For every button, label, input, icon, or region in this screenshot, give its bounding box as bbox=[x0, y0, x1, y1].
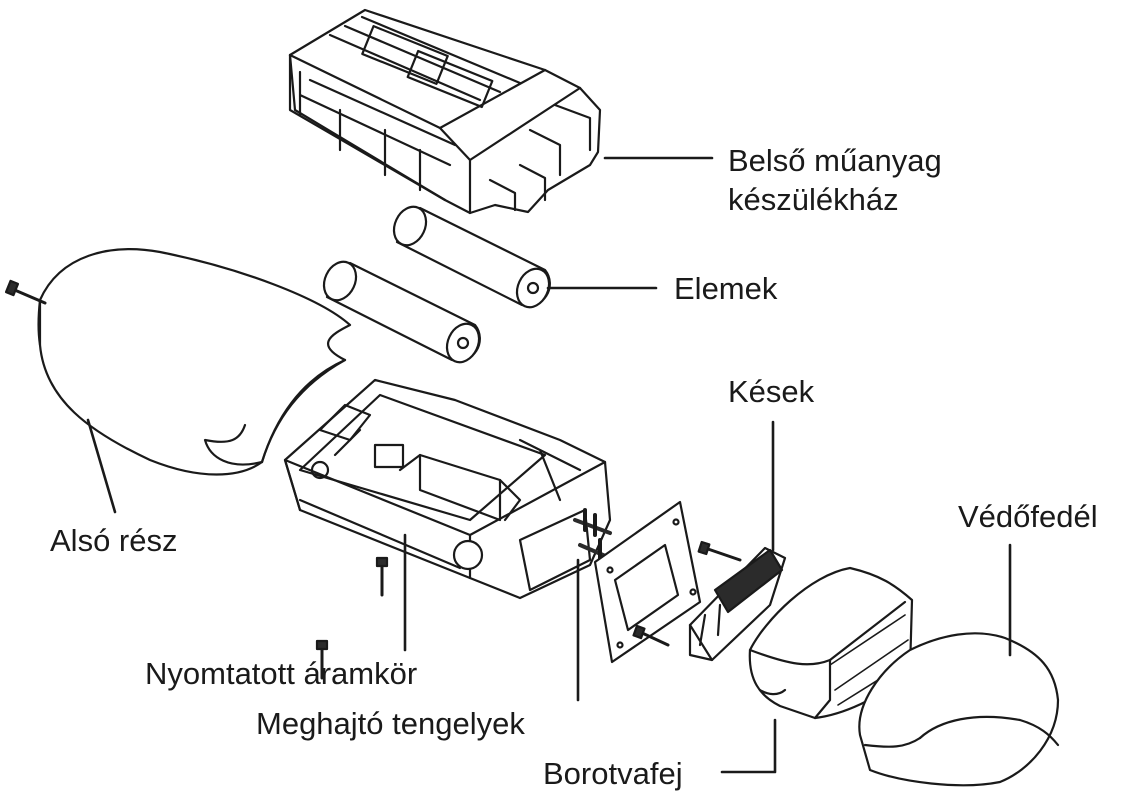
batteries-part bbox=[322, 205, 551, 364]
screw-bottom-1 bbox=[375, 556, 389, 597]
blades-part bbox=[688, 546, 787, 662]
screw-bottom-2 bbox=[315, 639, 329, 680]
leader-lines bbox=[86, 156, 1012, 774]
protective-cap-part bbox=[858, 632, 1060, 787]
battery-lower bbox=[322, 260, 481, 364]
label-circuit-board: Nyomtatott áramkör bbox=[145, 656, 418, 691]
battery-upper bbox=[392, 205, 551, 309]
screw-left bbox=[4, 279, 47, 305]
inner-housing-part bbox=[288, 8, 602, 215]
label-batteries: Elemek bbox=[674, 271, 778, 306]
label-drive-shafts: Meghajtó tengelyek bbox=[256, 706, 525, 741]
gasket-plate-part bbox=[593, 500, 702, 664]
screw-blade-2 bbox=[632, 624, 670, 647]
label-shaver-head: Borotvafej bbox=[543, 756, 683, 791]
label-blades: Kések bbox=[728, 374, 815, 409]
label-inner-housing-line2: készülékház bbox=[728, 181, 899, 217]
label-protective-cap: Védőfedél bbox=[958, 499, 1098, 534]
main-body-part bbox=[283, 378, 612, 600]
shaver-head-part bbox=[748, 566, 914, 720]
screw-blade-1 bbox=[697, 540, 742, 562]
label-bottom-part: Alsó rész bbox=[50, 523, 178, 558]
bottom-shell-part bbox=[37, 248, 352, 476]
label-inner-housing-line1: Belső műanyag bbox=[728, 143, 942, 178]
label-inner-housing: Belső műanyag készülékház bbox=[728, 142, 942, 220]
